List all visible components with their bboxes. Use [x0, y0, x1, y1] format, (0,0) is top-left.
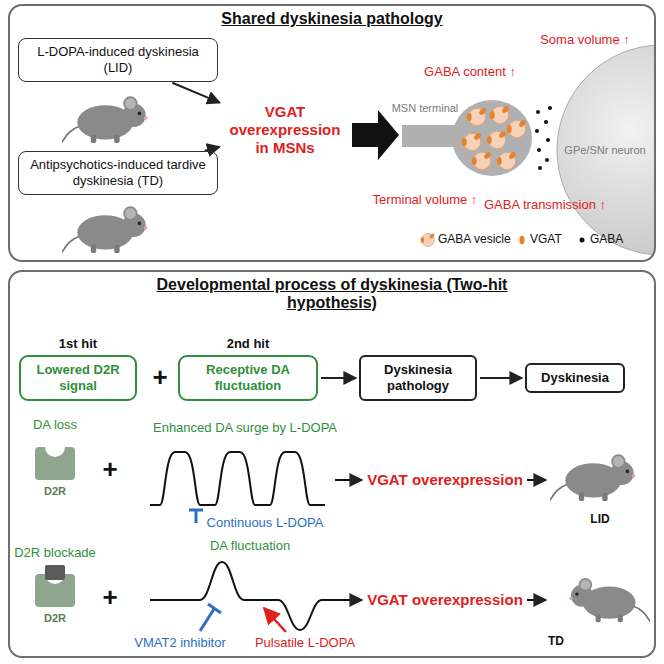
mouse-figure	[550, 455, 650, 622]
neuron-soma	[557, 45, 655, 255]
hit-heading: 1st hit	[21, 336, 135, 352]
panel-heading: Shared dyskinesia pathology	[152, 10, 512, 28]
annotation: GABA content ↑	[424, 65, 516, 80]
inhibitor-mark	[200, 604, 221, 631]
box-text: Receptive DA fluctuation	[186, 362, 310, 393]
annotation: LID	[590, 513, 609, 527]
hit-box: 2nd hitReceptive DA fluctuation	[178, 355, 318, 400]
gaba-dots	[535, 106, 552, 170]
condition-box: L-DOPA-induced dyskinesia (LID)	[18, 38, 218, 81]
d2r-blocked	[35, 564, 75, 607]
process-box: Dyskinesia pathology	[359, 355, 477, 400]
connector-arrow	[172, 83, 219, 103]
panel-heading: Developmental process of dyskinesia (Two…	[152, 276, 512, 312]
hit-box: 1st hitLowered D2R signal	[19, 355, 137, 400]
plus-sign: +	[152, 363, 167, 393]
annotation: D2R	[44, 485, 66, 498]
annotation: TD	[548, 635, 564, 649]
connector-arrow	[480, 377, 522, 379]
annotation: GPe/SNr neuron	[564, 144, 645, 157]
d2r-receptor	[35, 437, 75, 480]
condition-box: Antipsychotics-induced tardive dyskinesi…	[18, 151, 218, 194]
box-text: VGAT overexpression in MSNs	[225, 103, 346, 157]
box-text: Lowered D2R signal	[27, 362, 129, 393]
da-fluctuation-wave	[150, 562, 335, 630]
inhibitor-mark	[189, 510, 203, 523]
process-box: Dyskinesia	[525, 363, 625, 393]
box-text: Dyskinesia pathology	[367, 362, 469, 393]
annotation: DA fluctuation	[210, 539, 290, 554]
legend-text: GABA	[590, 233, 623, 247]
flow-arrow	[335, 480, 546, 600]
msn-terminal	[452, 100, 532, 176]
box-text: L-DOPA-induced dyskinesia (LID)	[25, 44, 211, 75]
annotation: MSN terminal	[392, 102, 459, 115]
connector-arrow	[321, 377, 356, 379]
plus-sign: +	[102, 455, 117, 485]
annotation: GABA transmission ↑	[484, 198, 606, 213]
box-text: Dyskinesia	[533, 370, 617, 386]
annotation: Continuous L-DOPA	[207, 516, 324, 531]
legend-samples	[421, 233, 585, 247]
annotation: Enhanced DA surge by L-DOPA	[153, 421, 337, 436]
big-arrow	[352, 110, 399, 160]
da-surge-wave	[150, 452, 325, 505]
connectors	[172, 83, 522, 378]
legend-text: GABA vesicle	[438, 233, 511, 247]
key-finding: VGAT overexpression in MSNs	[223, 101, 348, 159]
annotation: DA loss	[33, 418, 77, 433]
annotation: Terminal volume ↑	[373, 193, 478, 208]
hit-heading: 2nd hit	[180, 336, 316, 352]
annotation: Soma volume ↑	[540, 33, 630, 48]
annotation: VMAT2 inhibitor	[134, 636, 226, 651]
box-text: Antipsychotics-induced tardive dyskinesi…	[25, 157, 211, 188]
connector-arrow	[205, 147, 220, 151]
legend-text: VGAT	[530, 233, 562, 247]
annotation: VGAT overexpression	[367, 471, 523, 488]
annotation: D2R	[44, 612, 66, 625]
annotation: D2R blockade	[14, 546, 96, 561]
annotation: VGAT overexpression	[367, 591, 523, 608]
annotation: Pulsatile L-DOPA	[255, 636, 355, 651]
gaba-vesicles	[462, 105, 527, 170]
stimulus-arrow	[264, 608, 286, 632]
plus-sign: +	[102, 583, 117, 613]
